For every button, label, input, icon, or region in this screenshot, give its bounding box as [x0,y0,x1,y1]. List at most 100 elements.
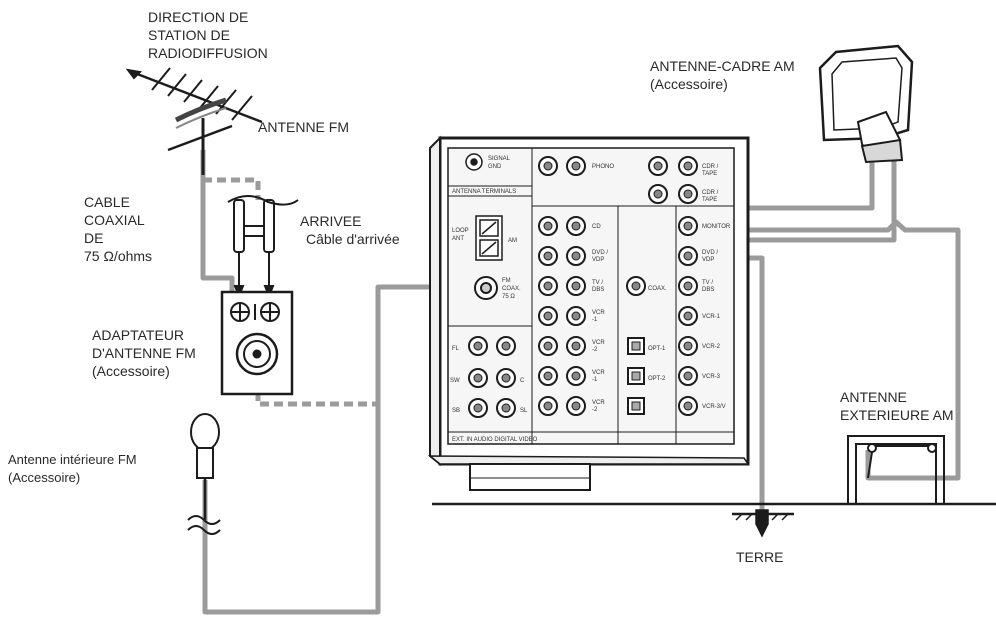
phono-label: PHONO [592,164,614,170]
rca-jack-center [473,403,483,413]
loop-ant-label-1: LOOP [452,228,469,234]
rca-jack-center [543,311,553,321]
ground-label: TERRE [736,549,784,565]
monitor-label: MONITOR [702,224,731,230]
signal-gnd-label-1: SIGNAL [488,156,511,162]
indoor-antenna-cable [202,284,486,615]
cdr-tape-1-label-1: CDR / [702,164,719,170]
rca-jack-center [571,341,581,351]
antenna-terminals-label: ANTENNA TERMINALS [452,189,516,195]
direction-line-1: DIRECTION DE [148,9,249,25]
am-loop-line-2: (Accessoire) [650,76,728,92]
rca-jack-center [683,281,693,291]
direction-line-3: RADIODIFFUSION [148,45,268,61]
outdoor-line-2: EXTERIEURE AM [840,407,954,423]
rca-jack-center [501,373,511,383]
ground-stake [732,509,794,538]
rca-jack-center [571,221,581,231]
vcr2-video-label: VCR-2 [702,344,721,350]
optical-jack-center [631,401,641,411]
coax-line-3: DE [84,230,104,246]
direction-label: DIRECTION DE STATION DE RADIODIFFUSION [148,8,268,62]
fm-antenna-label: ANTENNE FM [258,119,349,135]
vcr2-audio-label-1: VCR [592,340,605,346]
rca-jack-center [473,341,483,351]
dvd-vdp-2-label-2: VDP [702,257,714,263]
cdr-tape-2-label-2: TAPE [702,197,717,203]
indoor-fm-antenna [187,413,221,535]
rca-jack-center [683,161,693,171]
adapter-line-1: ADAPTATEUR [92,327,185,343]
indoor-line-1: Antenne intérieure FM [8,452,137,467]
rca-jack-center [631,281,641,291]
coax-cable-label: CABLE COAXIAL DE 75 Ω/ohms [84,193,152,265]
rca-jack-center [683,221,693,231]
adapter-line-3: (Accessoire) [92,363,170,379]
vcr3-out-label: VCR-3/V [702,404,726,410]
rca-jack-center [571,311,581,321]
receiver-rear-panel [427,135,750,491]
fm-coax-cable-antenna [200,150,235,296]
feeder-label: ARRIVEE Câble d'arrivée [300,212,400,248]
fm-adapter-label: ADAPTATEUR D'ANTENNE FM (Accessoire) [92,326,196,380]
cdr-tape-1-label-2: TAPE [702,171,717,177]
rca-jack-center [571,401,581,411]
rca-jack-center [501,403,511,413]
vcr2-audio-label-2: -2 [592,347,598,353]
vcr1-video-label: VCR-1 [702,314,721,320]
rca-jack-center [653,161,663,171]
am-terminal-block[interactable] [475,215,503,261]
tv-dbs-2-label-2: DBS [702,287,714,293]
coax-line-1: CABLE [84,194,130,210]
loop-ant-label-2: ANT [452,236,464,242]
rca-jack-center [543,161,553,171]
indoor-line-2: (Accessoire) [8,470,81,485]
rca-jack-center [571,251,581,261]
ext-sb-label: SB [452,408,460,414]
rca-jack-center [543,281,553,291]
ext-sw-label: SW [450,378,460,384]
optical-jack-center [631,371,641,381]
ext-c-label: C [520,378,525,384]
fm-coax-label-1: FM [502,278,511,284]
rca-jack-center [571,371,581,381]
rca-jack-center [683,341,693,351]
tv-dbs-2-label-1: TV / [702,280,713,286]
tv-dbs-1-label-1: TV / [592,280,603,286]
rca-jack-center [501,341,511,351]
outdoor-am-wire-1 [498,219,961,481]
rca-jack-center [543,371,553,381]
rca-jack-center [571,281,581,291]
coax-line-4: 75 Ω/ohms [84,248,153,264]
feeder-cable-drawing [227,195,299,299]
rca-jack-center [543,341,553,351]
vcr3-video-label: VCR-3 [702,374,721,380]
rca-jack-center [543,401,553,411]
rca-jack-center [543,251,553,261]
vcr1-audio-label-1: VCR [592,310,605,316]
vcr1-b-label-2: -1 [592,377,598,383]
fm-coax-jack[interactable] [474,276,498,300]
rca-jack-center [683,401,693,411]
opt2-label: OPT-2 [648,376,666,382]
feeder-line-2: Câble d'arrivée [306,231,400,247]
dvd-vdp-1-label-2: VDP [592,257,604,263]
dvd-vdp-2-label-1: DVD / [702,250,718,256]
fm-antenna-adapter [220,290,294,396]
outdoor-am-label: ANTENNE EXTERIEURE AM [840,388,954,424]
ext-sl-label: SL [520,408,528,414]
outdoor-line-1: ANTENNE [840,389,907,405]
fm-coax-label-2: COAX. [502,286,521,292]
cdr-tape-2-label-1: CDR / [702,190,719,196]
coax-digital-label: COAX. [648,286,667,292]
fm-coax-label-3: 75 Ω [502,294,515,300]
coax-line-2: COAXIAL [84,212,145,228]
vcr1-audio-label-2: -1 [592,317,598,323]
feeder-line-1: ARRIVEE [300,213,362,229]
rca-jack-center [683,251,693,261]
am-loop-line-1: ANTENNE-CADRE AM [650,58,795,74]
rca-jacks [468,156,698,418]
rca-jack-center [653,189,663,199]
rca-jack-center [683,371,693,381]
